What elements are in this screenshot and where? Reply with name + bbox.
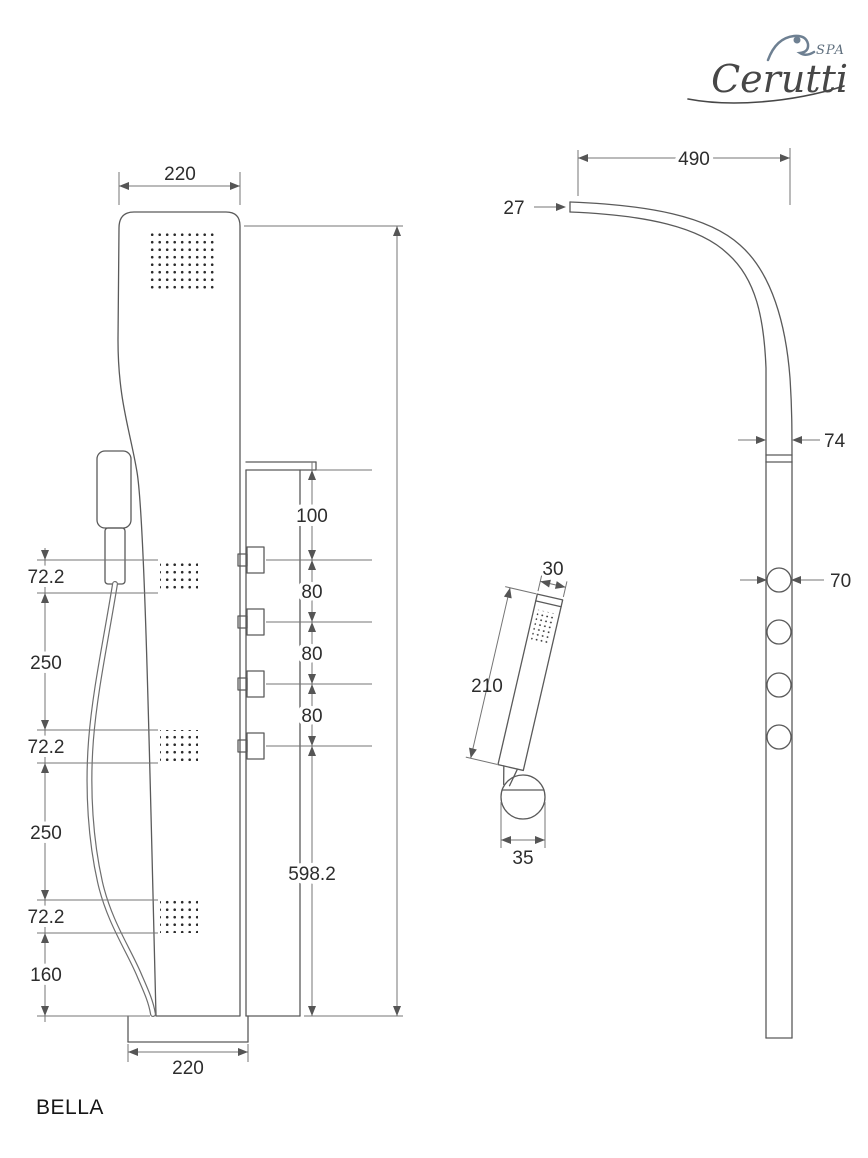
dim-label-hand-shower-head: 35: [512, 848, 533, 869]
shower-hose: [86, 581, 156, 1017]
dim-label-bottom-span: 598.2: [288, 864, 336, 885]
dim-label-knob-gap3: 80: [301, 706, 322, 727]
dim-label-jet1-height: 72.2: [28, 567, 65, 588]
overhead-shower-jets: [150, 233, 216, 293]
dim-arm-reach: 490: [577, 145, 791, 205]
control-knob-profile-2: [237, 608, 265, 636]
dim-label-bottom-offset: 160: [30, 965, 62, 986]
overall-height-line: [244, 225, 403, 1016]
hand-shower-detail: 30 210 35: [465, 559, 568, 869]
mermaid-icon-head: [793, 36, 801, 44]
front-view: [86, 211, 249, 1043]
dim-label-knob-gap2: 80: [301, 644, 322, 665]
dim-arm-tip: 27: [503, 198, 566, 219]
dim-label-arm-tip: 27: [503, 198, 524, 219]
dim-label-bottom-width: 220: [172, 1058, 204, 1079]
control-knob-profile-1: [237, 546, 265, 574]
brand-tagline: SPA: [816, 43, 845, 58]
control-knob-profile-3: [237, 670, 265, 698]
brand-logo: SPA Cerutti: [687, 34, 848, 104]
knob-dimension-chain: 100 80 80 80 598.2: [266, 462, 403, 1017]
dim-label-arm-reach: 490: [678, 149, 710, 170]
dim-label-panel-width: 74: [824, 431, 846, 452]
front-panel-base: [127, 1015, 249, 1043]
side-knob-3: [766, 672, 792, 698]
dim-label-spacing2: 250: [30, 823, 62, 844]
dim-knob-diameter: 70: [740, 571, 851, 592]
dim-label-hand-shower-width: 30: [542, 559, 563, 580]
body-jet-2: [160, 730, 198, 763]
side-knob-1: [766, 567, 792, 593]
shower-arm-outer: [569, 201, 793, 463]
logo-underline-flourish: [687, 85, 845, 104]
dim-label-top-width: 220: [164, 164, 196, 185]
hand-shower-front: [86, 450, 156, 1017]
control-knob-profile-4: [237, 732, 265, 760]
dim-label-knob-gap1: 80: [301, 582, 322, 603]
dim-panel-width: 74: [738, 431, 846, 452]
hand-shower-jets: [530, 609, 556, 645]
front-panel-outline: [117, 211, 241, 1017]
dim-label-jet3-height: 72.2: [28, 907, 65, 928]
dim-label-spacing1: 250: [30, 653, 62, 674]
model-name: BELLA: [36, 1096, 104, 1119]
left-dimension-chain: 72.2 250 72.2 250 72.2 160: [24, 548, 158, 1022]
side-view: 490 27 74 70: [503, 145, 851, 1039]
side-knob-4: [766, 724, 792, 750]
side-panel-body: [765, 461, 793, 1039]
mermaid-icon: [766, 34, 816, 62]
control-strip-profile: [237, 461, 317, 1017]
hand-shower-head: [500, 774, 546, 820]
dim-front-bottom-width: 220: [127, 1044, 249, 1079]
shower-arm-inner: [569, 211, 767, 463]
body-jet-3: [160, 900, 198, 933]
brand-name: Cerutti: [711, 57, 848, 101]
side-knob-2: [766, 619, 792, 645]
dim-label-knob-diameter: 70: [830, 571, 851, 592]
dim-label-jet2-height: 72.2: [28, 737, 65, 758]
body-jet-1: [160, 560, 198, 593]
dim-front-top-width: 220: [118, 164, 241, 205]
dim-label-top-gap: 100: [296, 506, 328, 527]
dim-label-hand-shower-length: 210: [471, 676, 503, 697]
